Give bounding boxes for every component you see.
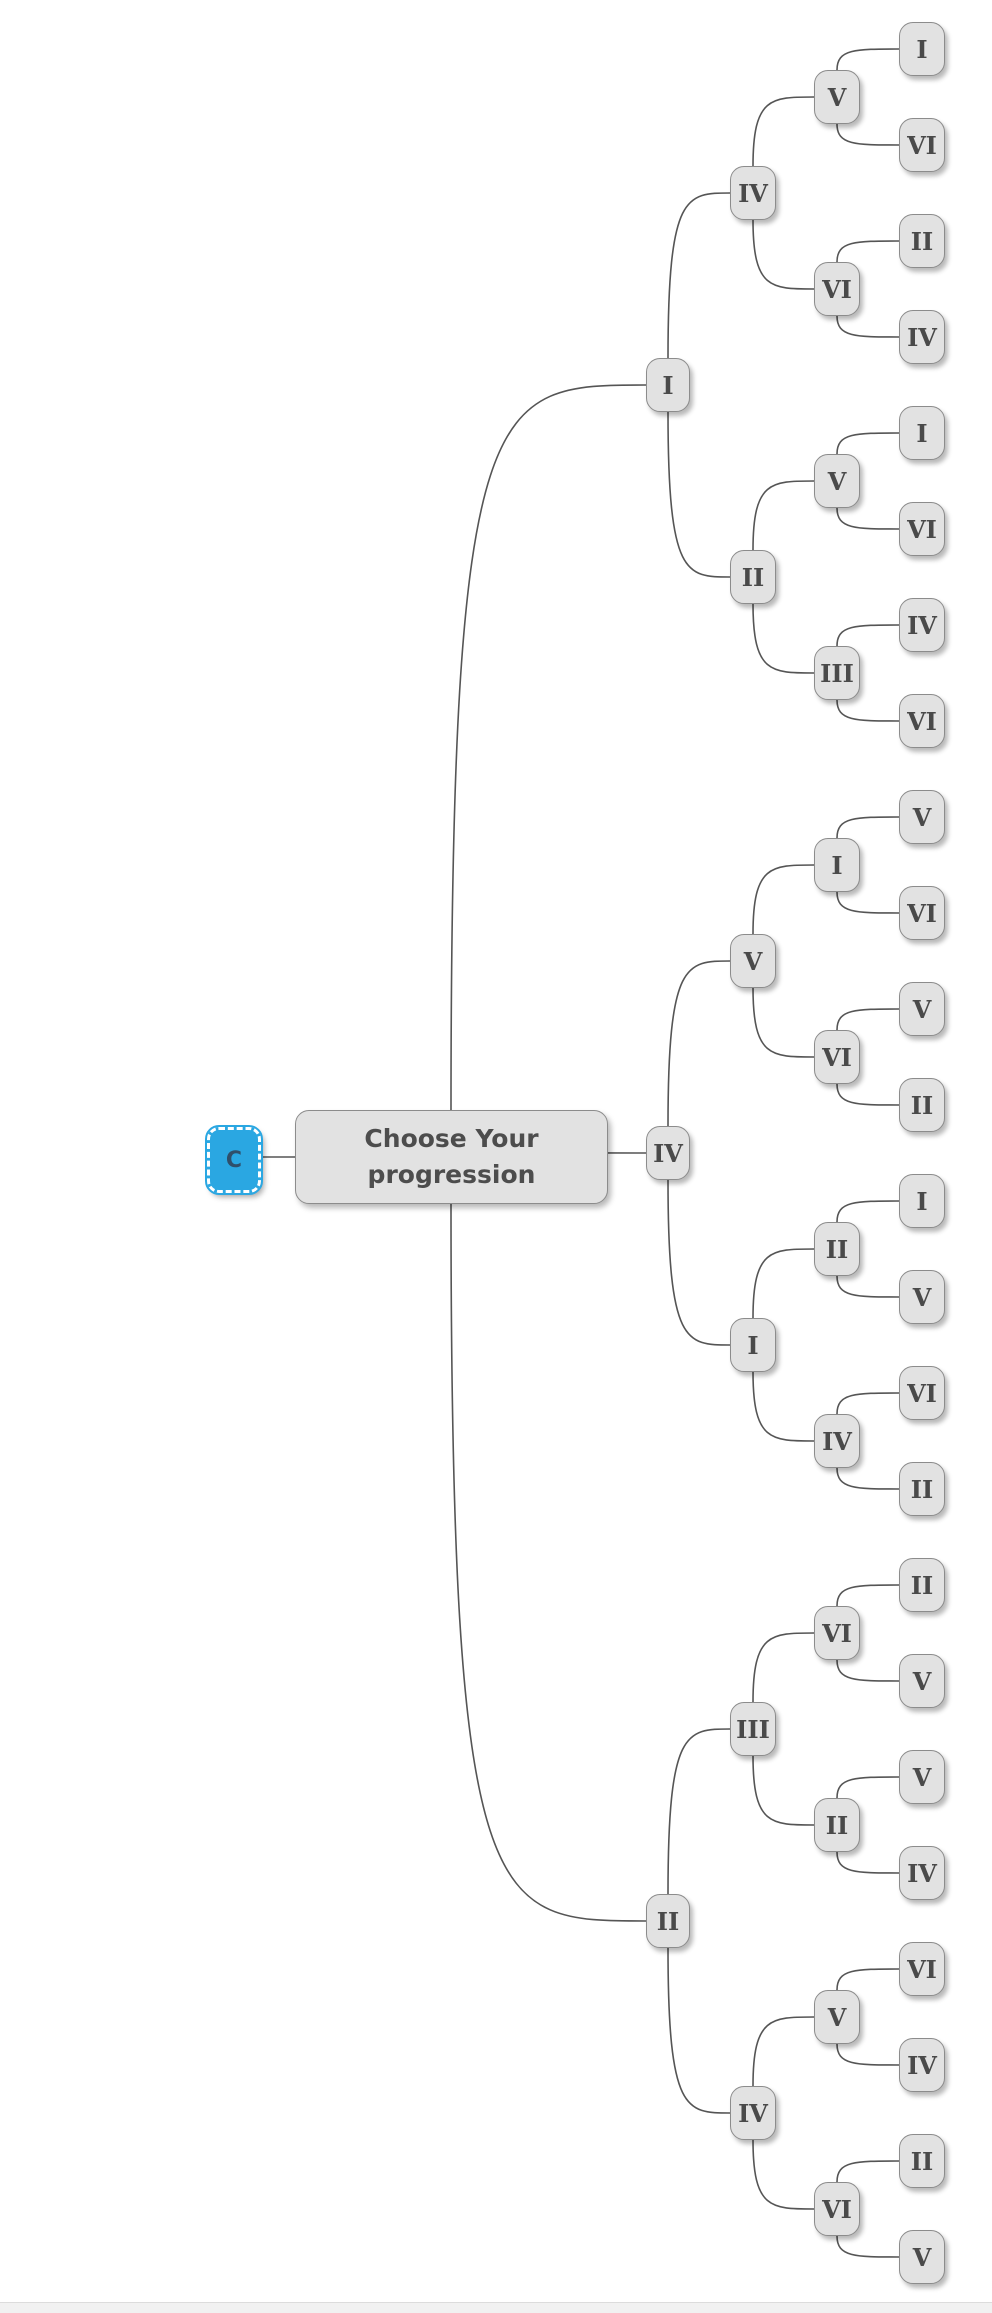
chord-node-level4[interactable]: II <box>899 1078 945 1132</box>
connector-level3-level4 <box>836 432 900 455</box>
connector-level3-level4 <box>836 1275 900 1298</box>
connector-level3-level4 <box>836 699 900 722</box>
chord-node-level2[interactable]: V <box>730 934 776 988</box>
connector-level3-level4 <box>836 2160 900 2183</box>
connector-level3-level4 <box>836 1851 900 1874</box>
connector-level2-level3 <box>752 1755 815 1826</box>
chord-node-level3[interactable]: VI <box>814 262 860 316</box>
chord-node-level3[interactable]: I <box>814 838 860 892</box>
chord-node-level3[interactable]: VI <box>814 2182 860 2236</box>
chord-node-level2[interactable]: IV <box>730 166 776 220</box>
connector-level1-level2 <box>667 411 731 578</box>
chord-node-level4[interactable]: V <box>899 2230 945 2284</box>
chord-node-level4[interactable]: V <box>899 1750 945 1804</box>
connector-level3-level4 <box>836 1776 900 1799</box>
connector-level2-level3 <box>752 96 815 167</box>
connector-level3-level4 <box>836 2235 900 2258</box>
connector-level3-level4 <box>836 123 900 146</box>
connector-level2-level3 <box>752 987 815 1058</box>
connector-level1-level2 <box>667 1947 731 2114</box>
chord-node-level2[interactable]: II <box>730 550 776 604</box>
connector-level2-level3 <box>752 1371 815 1442</box>
chord-node-level4[interactable]: IV <box>899 598 945 652</box>
connector-level2-level3 <box>752 2016 815 2087</box>
connector-level3-level4 <box>836 1968 900 1991</box>
connector-level3-level4 <box>836 624 900 647</box>
chord-node-level4[interactable]: II <box>899 1558 945 1612</box>
chord-node-level4[interactable]: VI <box>899 1366 945 1420</box>
chord-node-level1[interactable]: II <box>646 1894 690 1948</box>
chord-node-level4[interactable]: V <box>899 1270 945 1324</box>
connector-level2-level3 <box>752 603 815 674</box>
chord-node-level3[interactable]: VI <box>814 1606 860 1660</box>
chord-node-level4[interactable]: I <box>899 22 945 76</box>
chord-node-level4[interactable]: IV <box>899 2038 945 2092</box>
connector-level3-level4 <box>836 891 900 914</box>
connector-level1-level2 <box>667 1728 731 1895</box>
connector-level1-level2 <box>667 1179 731 1346</box>
key-node[interactable]: C <box>205 1125 263 1195</box>
connector-level3-level4 <box>836 315 900 338</box>
chord-node-level4[interactable]: II <box>899 2134 945 2188</box>
connector-level2-level3 <box>752 864 815 935</box>
chord-node-level4[interactable]: VI <box>899 886 945 940</box>
connector-level2-level3 <box>752 480 815 551</box>
chord-node-level3[interactable]: IV <box>814 1414 860 1468</box>
connector-level2-level3 <box>752 1248 815 1319</box>
chord-node-level1[interactable]: I <box>646 358 690 412</box>
chord-node-level4[interactable]: VI <box>899 118 945 172</box>
chord-node-level3[interactable]: II <box>814 1222 860 1276</box>
connector-level3-level4 <box>836 1008 900 1031</box>
chord-node-level4[interactable]: II <box>899 214 945 268</box>
connector-level3-level4 <box>836 48 900 71</box>
connector-level2-level3 <box>752 2139 815 2210</box>
chord-node-level2[interactable]: III <box>730 1702 776 1756</box>
connector-level3-level4 <box>836 1392 900 1415</box>
chord-node-level3[interactable]: III <box>814 646 860 700</box>
connector-level3-level4 <box>836 1467 900 1490</box>
connector-level3-level4 <box>836 816 900 839</box>
chord-node-level3[interactable]: V <box>814 70 860 124</box>
connector-root-level1 <box>450 1203 647 1922</box>
chord-node-level3[interactable]: V <box>814 454 860 508</box>
connector-level3-level4 <box>836 240 900 263</box>
chord-node-level2[interactable]: IV <box>730 2086 776 2140</box>
connector-level1-level2 <box>667 192 731 359</box>
connector-level3-level4 <box>836 2043 900 2066</box>
chord-node-level4[interactable]: VI <box>899 694 945 748</box>
chord-node-level4[interactable]: II <box>899 1462 945 1516</box>
chord-node-level4[interactable]: V <box>899 790 945 844</box>
chord-node-level4[interactable]: IV <box>899 1846 945 1900</box>
chord-node-level3[interactable]: II <box>814 1798 860 1852</box>
chord-node-level4[interactable]: V <box>899 1654 945 1708</box>
root-node[interactable]: Choose Your progression <box>295 1110 608 1204</box>
connector-level3-level4 <box>836 1659 900 1682</box>
chord-node-level3[interactable]: VI <box>814 1030 860 1084</box>
chord-node-level4[interactable]: I <box>899 406 945 460</box>
connector-level1-level2 <box>667 960 731 1127</box>
connector-level2-level3 <box>752 219 815 290</box>
chord-node-level3[interactable]: V <box>814 1990 860 2044</box>
connector-level3-level4 <box>836 507 900 530</box>
chord-node-level4[interactable]: VI <box>899 1942 945 1996</box>
chord-node-level2[interactable]: I <box>730 1318 776 1372</box>
connector-level2-level3 <box>752 1632 815 1703</box>
chord-node-level4[interactable]: VI <box>899 502 945 556</box>
connector-level3-level4 <box>836 1584 900 1607</box>
connector-root-level1 <box>450 384 647 1111</box>
horizontal-scrollbar[interactable] <box>0 2302 992 2313</box>
chord-node-level4[interactable]: I <box>899 1174 945 1228</box>
chord-node-level4[interactable]: V <box>899 982 945 1036</box>
chord-node-level1[interactable]: IV <box>646 1126 690 1180</box>
connector-level3-level4 <box>836 1200 900 1223</box>
connector-level3-level4 <box>836 1083 900 1106</box>
chord-node-level4[interactable]: IV <box>899 310 945 364</box>
